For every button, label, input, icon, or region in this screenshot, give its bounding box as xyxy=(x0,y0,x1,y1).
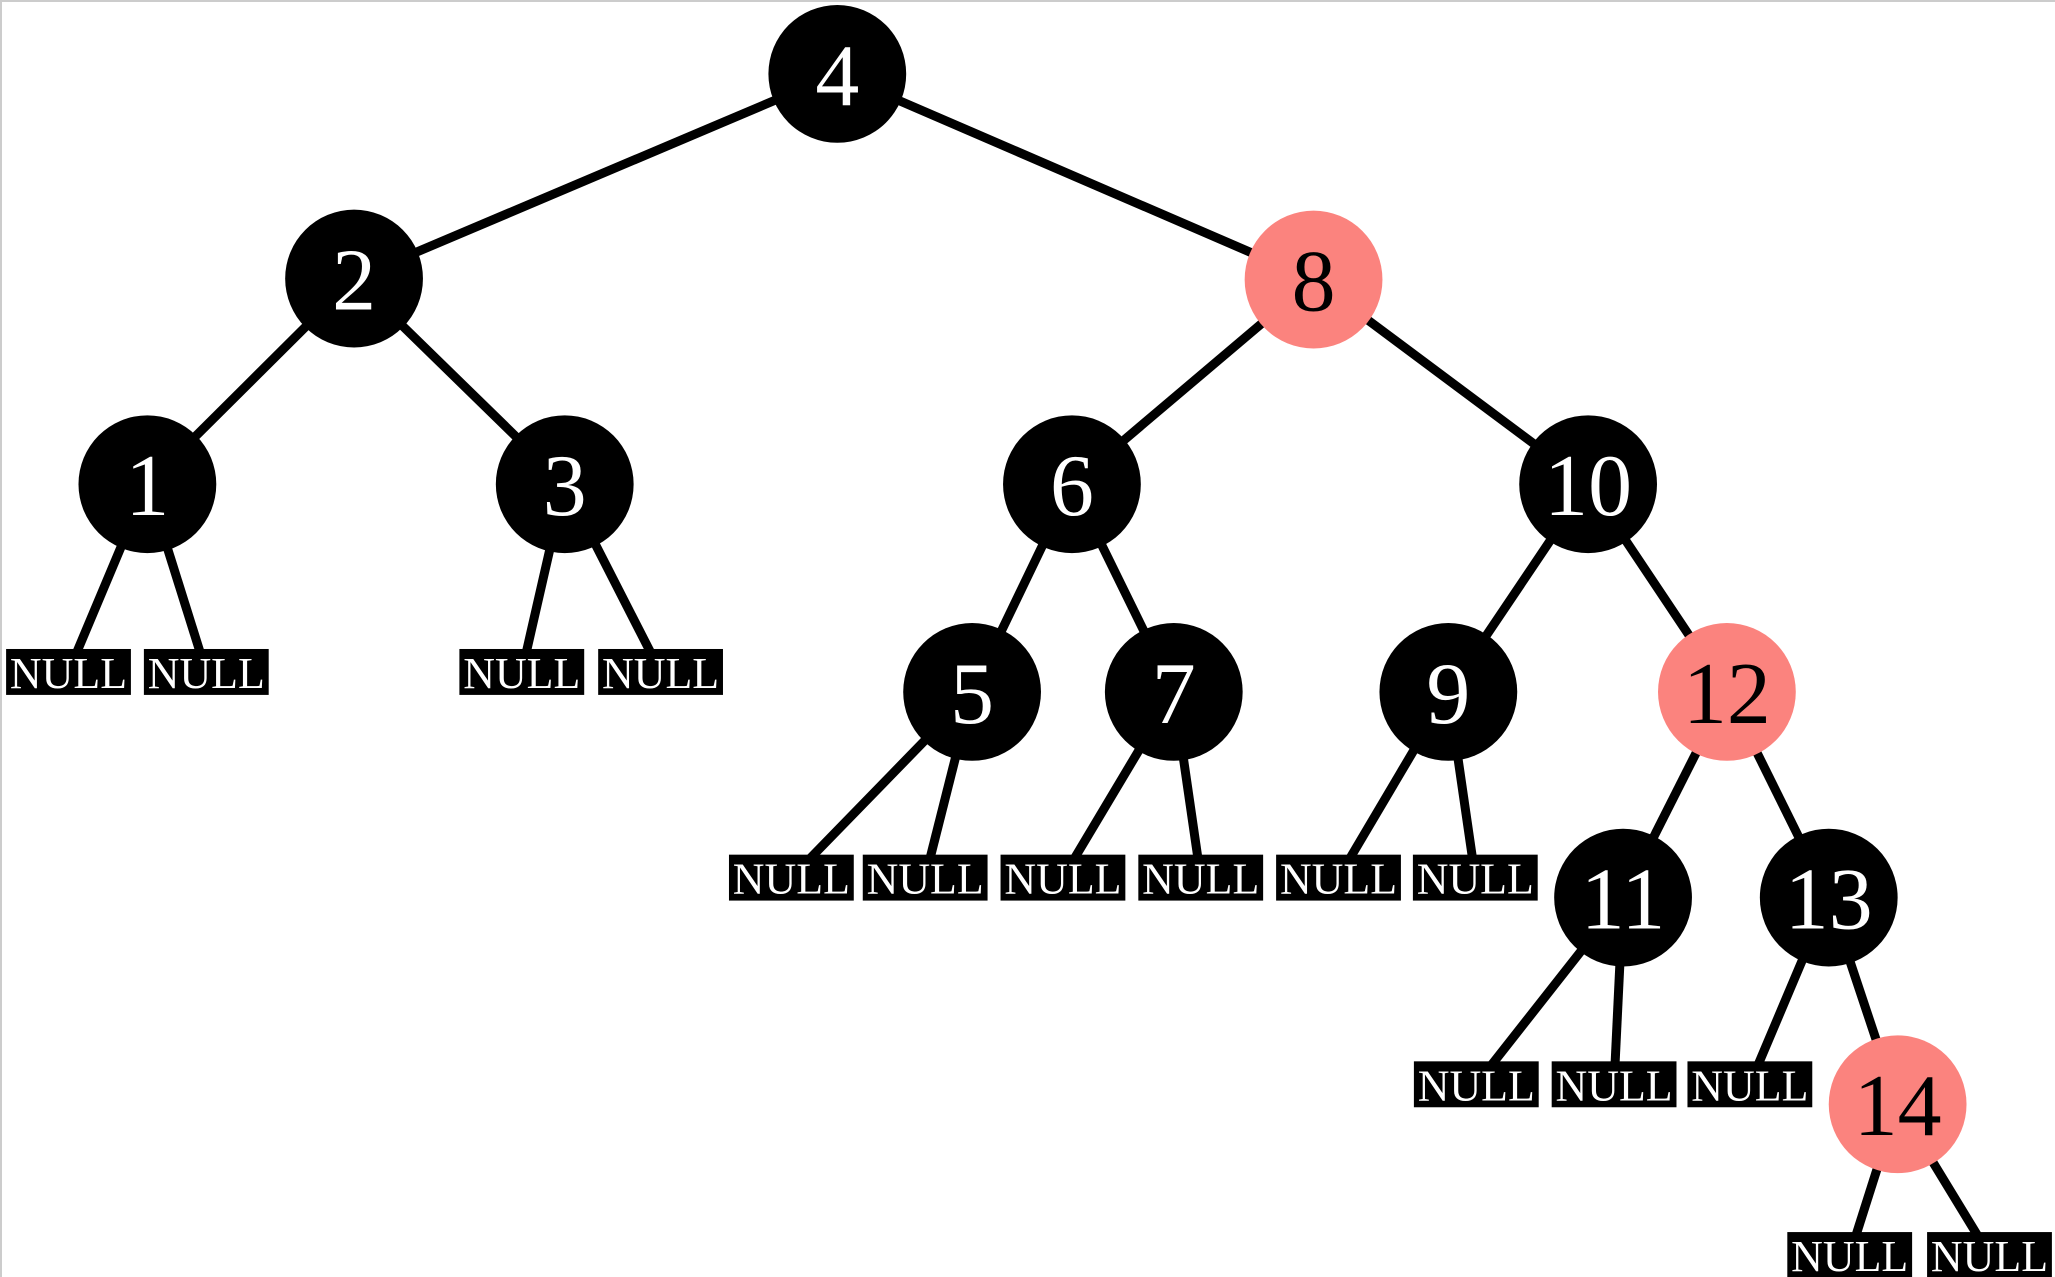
null-leaf-label: NULL xyxy=(1280,855,1397,904)
tree-node-1: 1 xyxy=(78,415,217,554)
null-leaf-B4: NULL xyxy=(1138,854,1264,904)
tree-node-value: 10 xyxy=(1544,438,1632,535)
tree-node-value: 13 xyxy=(1785,852,1873,949)
black-node-circle xyxy=(78,415,217,554)
null-leaf-box xyxy=(1787,1232,1913,1277)
red-node-circle xyxy=(1658,623,1796,761)
null-leaf-label: NULL xyxy=(1791,1232,1908,1277)
black-node-circle xyxy=(1104,623,1243,761)
null-leaf-B1: NULL xyxy=(728,854,854,904)
null-leaf-label: NULL xyxy=(733,855,850,904)
tree-node-value: 4 xyxy=(815,28,859,125)
tree-node-9: 9 xyxy=(1379,623,1518,761)
null-leaf-box xyxy=(143,648,269,695)
null-leaf-B6: NULL xyxy=(1412,854,1538,904)
tree-node-8: 8 xyxy=(1244,210,1383,349)
null-leaf-label: NULL xyxy=(1556,1061,1673,1110)
null-leaf-B5: NULL xyxy=(1276,855,1401,904)
red-node-circle xyxy=(1828,1035,1967,1174)
tree-node-value: 1 xyxy=(125,438,169,535)
null-leaf-box xyxy=(728,854,854,901)
null-leaf-label: NULL xyxy=(1691,1061,1808,1110)
tree-node-6: 6 xyxy=(1003,415,1141,554)
black-node-circle xyxy=(1379,623,1518,761)
black-node-circle xyxy=(903,623,1041,761)
null-leaf-box xyxy=(1138,854,1264,901)
null-leaf-A2: NULL xyxy=(143,648,269,698)
null-leaf-label: NULL xyxy=(1004,855,1121,904)
null-leaf-box xyxy=(1551,1061,1677,1108)
black-node-circle xyxy=(1554,828,1692,967)
tree-node-value: 2 xyxy=(332,233,376,330)
null-leaf-label: NULL xyxy=(148,649,265,698)
null-leaf-box xyxy=(1000,854,1126,901)
null-leaf-box xyxy=(6,648,131,695)
tree-node-value: 11 xyxy=(1581,852,1666,949)
null-leaf-box xyxy=(1687,1061,1813,1108)
black-node-circle xyxy=(1003,415,1141,554)
null-leaf-box xyxy=(1927,1232,2052,1277)
tree-node-value: 14 xyxy=(1854,1058,1942,1155)
null-leaf-box xyxy=(459,648,585,695)
red-node-circle xyxy=(1244,210,1383,349)
tree-node-value: 8 xyxy=(1292,234,1336,331)
null-leaves-layer: NULL NULL NULL NULL NULL NULL NULL NULL NULL NULL… xyxy=(6,649,2052,1277)
null-leaf-A3: NULL xyxy=(459,648,585,698)
null-leaf-C1: NULL xyxy=(1413,1061,1539,1110)
null-leaf-box xyxy=(1276,854,1401,901)
null-leaf-C2: NULL xyxy=(1551,1061,1677,1110)
null-leaf-D2: NULL xyxy=(1927,1232,2052,1277)
tree-node-value: 3 xyxy=(543,438,587,535)
null-leaf-label: NULL xyxy=(1931,1232,2048,1277)
tree-node-value: 5 xyxy=(950,646,994,743)
tree-node-2: 2 xyxy=(285,209,423,348)
black-node-circle xyxy=(1519,415,1658,554)
tree-edge-4-8 xyxy=(835,69,1316,284)
tree-node-10: 10 xyxy=(1519,415,1658,554)
tree-node-value: 9 xyxy=(1426,646,1470,743)
null-leaf-box xyxy=(1412,854,1538,901)
tree-node-7: 7 xyxy=(1104,623,1243,761)
null-leaf-box xyxy=(862,854,988,901)
tree-node-value: 6 xyxy=(1050,438,1094,535)
null-leaf-A4: NULL xyxy=(598,649,723,698)
tree-node-12: 12 xyxy=(1658,623,1796,761)
tree-node-value: 7 xyxy=(1152,646,1196,743)
black-node-circle xyxy=(768,4,907,143)
tree-node-14: 14 xyxy=(1828,1035,1967,1174)
tree-node-13: 13 xyxy=(1759,828,1898,967)
null-leaf-label: NULL xyxy=(10,649,127,698)
null-leaf-B2: NULL xyxy=(862,854,988,904)
tree-node-4: 4 xyxy=(768,4,907,143)
tree-node-value: 12 xyxy=(1683,646,1771,743)
null-leaf-D1: NULL xyxy=(1787,1232,1913,1277)
black-node-circle xyxy=(495,415,634,554)
null-leaf-label: NULL xyxy=(1142,855,1259,904)
tree-node-11: 11 xyxy=(1554,828,1692,967)
black-node-circle xyxy=(285,209,423,348)
tree-edge-4-2 xyxy=(352,69,840,283)
null-leaf-label: NULL xyxy=(867,855,984,904)
null-leaf-box xyxy=(598,648,723,695)
null-leaf-A1: NULL xyxy=(6,649,131,698)
null-leaf-box xyxy=(1413,1061,1539,1108)
null-leaf-C3: NULL xyxy=(1687,1061,1813,1110)
black-node-circle xyxy=(1759,828,1898,967)
null-leaf-label: NULL xyxy=(602,649,719,698)
tree-node-3: 3 xyxy=(495,415,634,554)
null-leaf-label: NULL xyxy=(1417,855,1534,904)
null-leaf-label: NULL xyxy=(463,649,580,698)
null-leaf-label: NULL xyxy=(1418,1061,1535,1110)
null-leaf-B3: NULL xyxy=(1000,854,1126,904)
tree-node-5: 5 xyxy=(903,623,1041,761)
